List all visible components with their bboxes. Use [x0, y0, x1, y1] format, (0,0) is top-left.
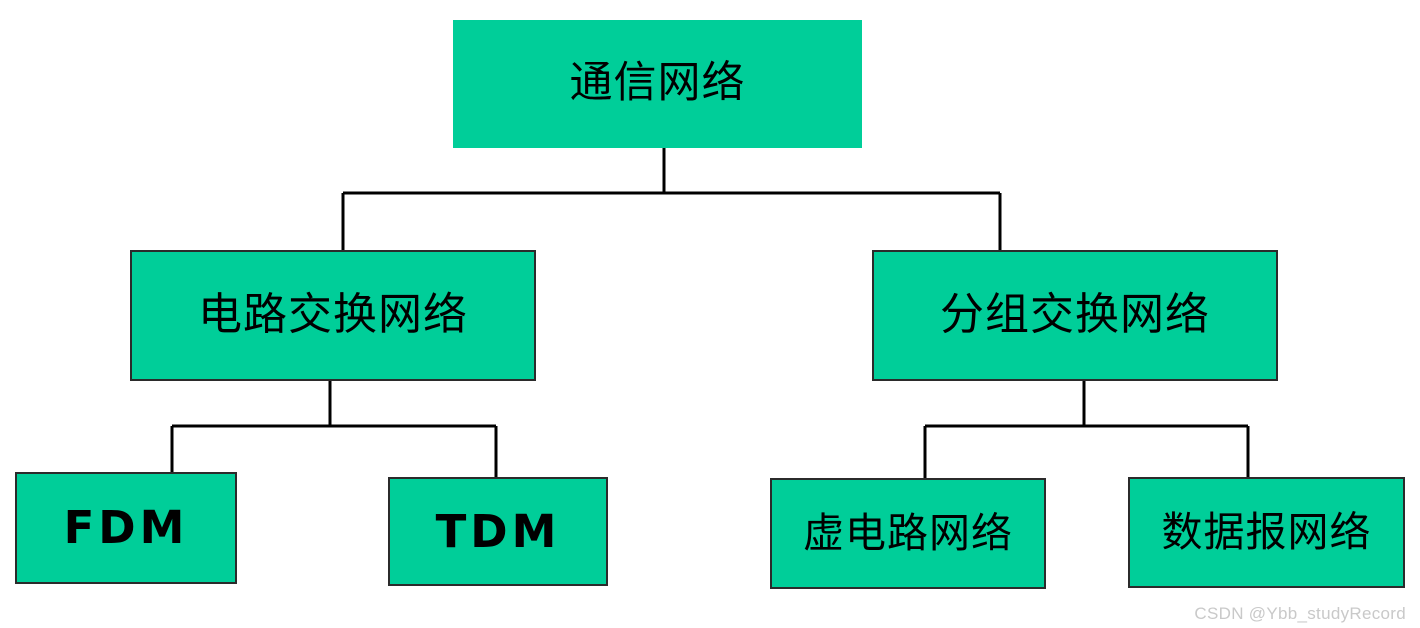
node-label: 通信网络 — [569, 60, 746, 108]
node-label: 电路交换网络 — [198, 290, 468, 340]
node-datagram-network[interactable]: 数据报网络 — [1128, 477, 1405, 588]
node-label: 虚电路网络 — [803, 509, 1013, 556]
node-virtual-circuit-network[interactable]: 虚电路网络 — [770, 478, 1046, 589]
node-packet-switched-network[interactable]: 分组交换网络 — [872, 250, 1278, 381]
node-communication-network[interactable]: 通信网络 — [453, 20, 862, 148]
node-label: TDM — [435, 504, 561, 558]
node-circuit-switched-network[interactable]: 电路交换网络 — [130, 250, 536, 381]
node-tdm[interactable]: TDM — [388, 477, 608, 586]
node-label: 数据报网络 — [1161, 508, 1372, 555]
node-fdm[interactable]: FDM — [15, 472, 237, 584]
watermark-text: CSDN @Ybb_studyRecord — [1194, 604, 1406, 623]
node-label: 分组交换网络 — [940, 290, 1210, 340]
node-label: FDM — [63, 501, 189, 555]
